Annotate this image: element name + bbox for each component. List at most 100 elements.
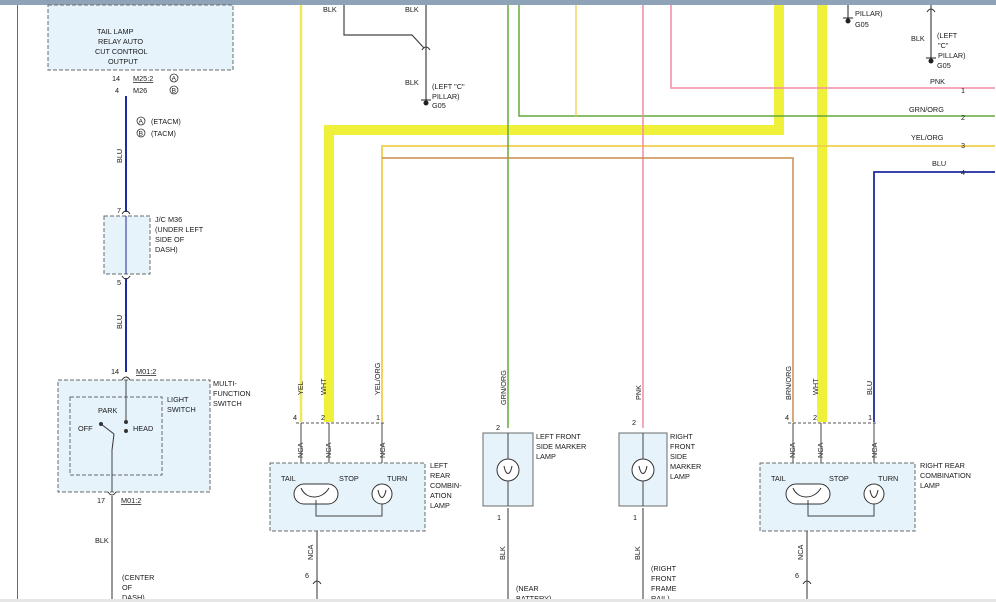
m26-pin: 4 — [115, 86, 119, 95]
mfs-top-connector — [121, 376, 131, 381]
jc-m36-box — [103, 215, 151, 275]
lm-bottom-pin: 1 — [497, 513, 501, 522]
relay-line-2: RELAY AUTO — [98, 37, 143, 46]
lr-filament — [300, 487, 330, 498]
left-ground-symbol — [423, 100, 429, 106]
bus-num-1: 1 — [961, 86, 965, 95]
lm-filament — [503, 465, 513, 474]
rm-label-1: RIGHT — [670, 432, 693, 441]
legend-b-tag: B — [139, 131, 144, 138]
mfs-label-3: SWITCH — [213, 399, 242, 408]
lr-wire-yel-org: YEL/ORG — [373, 362, 382, 395]
lr-stop: STOP — [339, 474, 359, 483]
center-dash-3: DASH) — [122, 593, 145, 602]
tag-a-circle — [169, 73, 179, 83]
lr-bottom-connector — [312, 580, 322, 585]
bottom-border — [0, 599, 996, 602]
rr-pin-4: 4 — [785, 413, 789, 422]
lr-tail: TAIL — [281, 474, 296, 483]
m25-conn: M25:2 — [133, 74, 153, 83]
rr-label-2: COMBINATION — [920, 471, 971, 480]
legend-b-circle — [136, 128, 146, 138]
rm-ground-4: RAIL) — [651, 594, 670, 602]
jc-bottom-connector — [121, 275, 131, 280]
switch-head-label: HEAD — [133, 424, 153, 433]
right-g05-connector — [926, 8, 936, 13]
tail-lamp-relay-box — [47, 4, 234, 71]
rm-label-5: LAMP — [670, 472, 690, 481]
right-ground-symbol — [928, 58, 934, 64]
rm-ground-3: FRAME — [651, 584, 677, 593]
lr-label-2: REAR — [430, 471, 450, 480]
switch-off-label: OFF — [78, 424, 93, 433]
rm-label-2: FRONT — [670, 442, 696, 451]
wire-label-blu-2: BLU — [115, 315, 124, 329]
bus-num-3: 3 — [961, 141, 965, 150]
lr-bottom-pin: 6 — [305, 571, 309, 580]
left-g05-connector — [421, 46, 431, 51]
rr-tail: TAIL — [771, 474, 786, 483]
right-blk: BLK — [911, 34, 925, 43]
jc-top-connector — [121, 210, 131, 215]
lr-label-4: ATION — [430, 491, 452, 500]
switch-head-contact — [124, 429, 128, 433]
rr-filament — [792, 487, 822, 498]
wire-pnk-bus — [670, 5, 995, 89]
lm-bottom-wire: BLK — [498, 546, 507, 560]
rr-label-3: LAMP — [920, 481, 940, 490]
lm-bulb — [496, 458, 520, 482]
rr-ground-bus — [807, 500, 875, 517]
m25-tag: A — [172, 76, 177, 83]
lr-label-5: LAMP — [430, 501, 450, 510]
rr-wire-blu: BLU — [865, 381, 874, 395]
rm-bottom-pin: 1 — [633, 513, 637, 522]
rm-filament — [638, 465, 648, 474]
lr-pin-1: 1 — [376, 413, 380, 422]
light-switch-label-2: SWITCH — [167, 405, 196, 414]
wire-label-blk-mfs: BLK — [95, 536, 109, 545]
m26-conn: M26 — [133, 86, 147, 95]
lm-top-pin: 2 — [496, 423, 500, 432]
wire-brn-org — [382, 157, 794, 422]
rm-ground-1: (RIGHT — [651, 564, 677, 573]
top-ground-label: G05 — [855, 20, 869, 29]
light-switch-box — [69, 396, 163, 476]
mfs-bottom-pin: 17 — [97, 496, 105, 505]
top-blk-2: BLK — [405, 5, 419, 14]
rr-label-1: RIGHT REAR — [920, 461, 965, 470]
rr-turn: TURN — [878, 474, 898, 483]
rm-bulb — [631, 458, 655, 482]
relay-line-4: OUTPUT — [108, 57, 139, 66]
lr-turn-filament — [377, 489, 387, 498]
legend-a-circle — [136, 116, 146, 126]
m26-tag: B — [172, 88, 177, 95]
rr-wire-wht: WHT — [811, 378, 820, 395]
relay-line-3: CUT CONTROL — [95, 47, 148, 56]
switch-lever — [111, 433, 115, 451]
bus-label-blu: BLU — [932, 159, 946, 168]
lr-turn-bulb — [371, 483, 393, 505]
lr-wire-yel: YEL — [296, 381, 305, 395]
rr-bottom-connector — [802, 580, 812, 585]
mfs-top-conn: M01:2 — [136, 367, 156, 376]
legend-a-text: (ETACM) — [151, 117, 181, 126]
legend-a-tag: A — [139, 119, 144, 126]
jc-label-1: J/C M36 — [155, 215, 182, 224]
jc-label-2: (UNDER LEFT — [155, 225, 204, 234]
rm-label-3: SIDE — [670, 452, 687, 461]
m25-pin: 14 — [112, 74, 120, 83]
top-pillar: PILLAR) — [855, 9, 883, 18]
window-top-bar — [0, 0, 996, 5]
bus-num-2: 2 — [961, 113, 965, 122]
mfs-top-pin: 14 — [111, 367, 119, 376]
lr-turn: TURN — [387, 474, 407, 483]
wire-yel-org — [381, 145, 995, 422]
lr-pin-2: 2 — [321, 413, 325, 422]
rr-wire-brn-org: BRN/ORG — [784, 366, 793, 400]
mfs-bottom-conn: M01:2 — [121, 496, 141, 505]
lm-ground-2: BATTERY) — [516, 594, 551, 602]
switch-arm — [100, 423, 115, 435]
lr-pin-4: 4 — [293, 413, 297, 422]
left-border-line — [17, 5, 18, 602]
